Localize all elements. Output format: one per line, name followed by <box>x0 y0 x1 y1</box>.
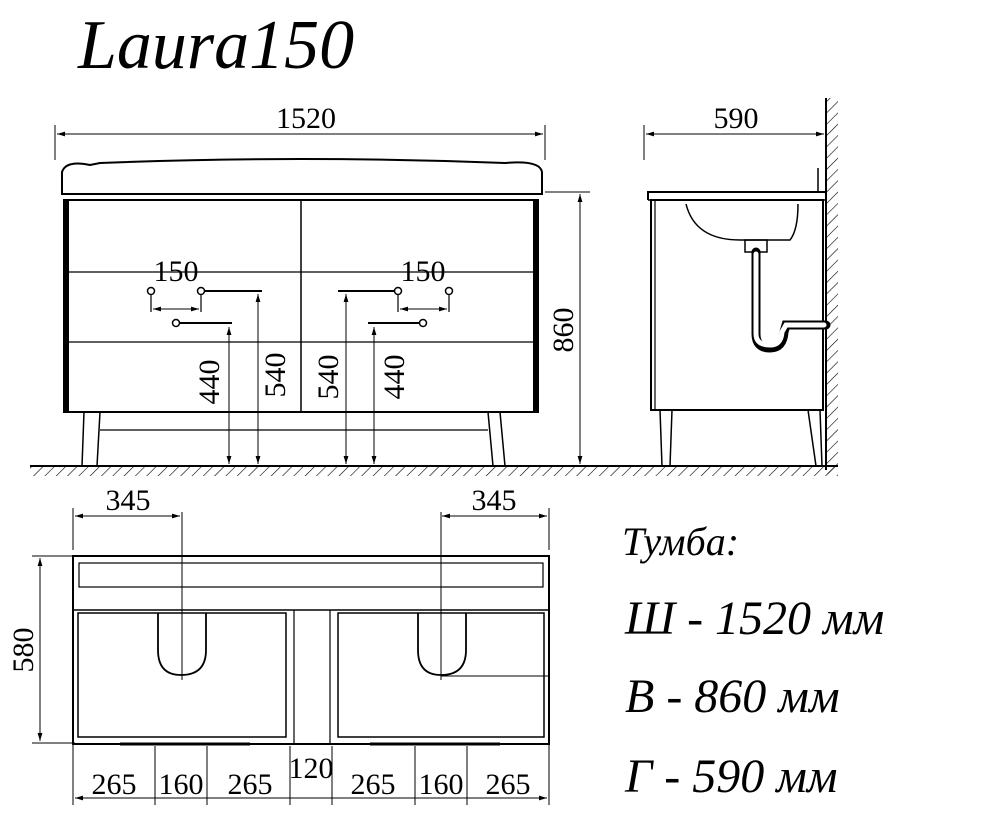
top-seg5-label: 265 <box>351 768 396 801</box>
side-depth-label: 590 <box>714 102 759 135</box>
top-seg6-label: 160 <box>419 768 464 801</box>
top-seg3-label: 265 <box>228 768 273 801</box>
front-height-label: 860 <box>547 308 580 353</box>
right-high-label: 540 <box>312 355 345 400</box>
front-width-label: 1520 <box>276 102 336 135</box>
left-low-label: 440 <box>193 360 226 405</box>
side-leg-right <box>807 409 823 467</box>
top-seg4-label: 120 <box>289 752 334 785</box>
top-seg1-label: 265 <box>92 768 137 801</box>
wall-hatch <box>826 98 838 474</box>
left-high-label: 540 <box>259 353 292 398</box>
product-title: Laura150 <box>77 7 354 84</box>
side-cabinet-body <box>650 199 824 411</box>
right-pipe-cutout <box>417 613 467 676</box>
right-pipe-group <box>338 286 454 328</box>
top-view: 345 345 580 <box>7 484 550 805</box>
side-leg-left <box>659 409 673 467</box>
top-depth-label: 580 <box>7 628 40 673</box>
spec-height: В - 860 мм <box>625 670 840 723</box>
right-low-label: 440 <box>378 355 411 400</box>
spec-width: Ш - 1520 мм <box>624 592 884 645</box>
right-pipe-spacing-label: 150 <box>401 255 446 288</box>
top-outline <box>72 555 550 745</box>
spec-depth: Г - 590 мм <box>624 750 838 803</box>
left-pipe-group <box>146 286 262 328</box>
top-left-offset-label: 345 <box>106 484 151 517</box>
spec-block: Тумба: Ш - 1520 мм В - 860 мм Г - 590 мм <box>622 519 884 803</box>
side-basin <box>685 203 799 241</box>
trap-pipe-outer <box>751 247 831 353</box>
top-seg7-label: 265 <box>486 768 531 801</box>
side-view: 590 <box>643 98 838 474</box>
countertop <box>61 158 543 195</box>
side-countertop <box>647 191 826 200</box>
top-right-offset-label: 345 <box>472 484 517 517</box>
top-seg2-label: 160 <box>159 768 204 801</box>
left-pipe-spacing-label: 150 <box>154 255 199 288</box>
floor-hatch <box>30 466 838 476</box>
left-pipe-cutout <box>157 613 207 676</box>
spec-heading: Тумба: <box>622 519 739 564</box>
front-leg-left <box>81 411 101 467</box>
front-view: 1520 150 <box>30 102 838 476</box>
front-leg-right <box>487 411 506 467</box>
